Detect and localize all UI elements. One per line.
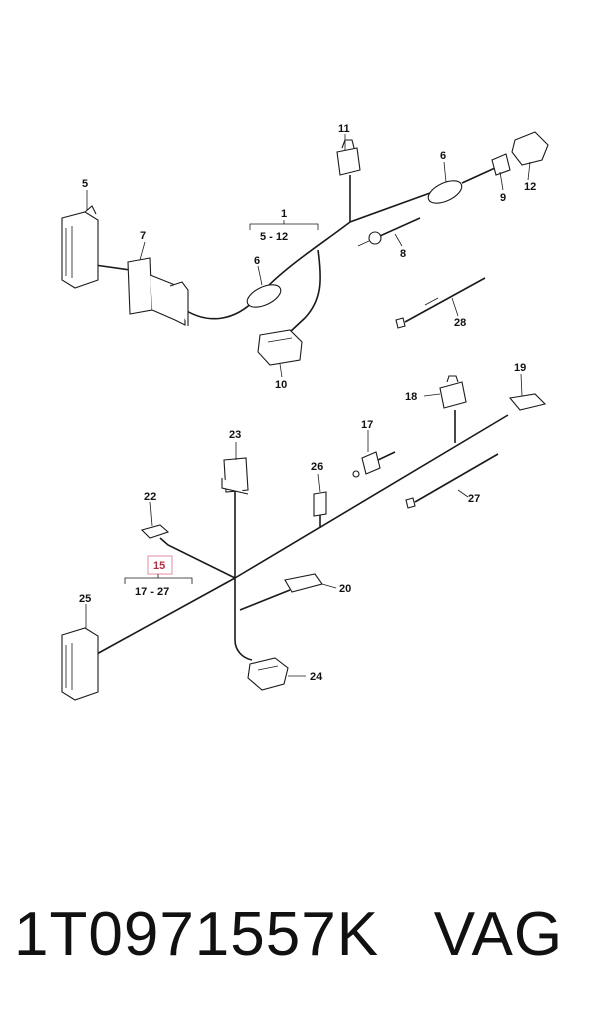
bracket-18 bbox=[439, 375, 467, 409]
boot-6b bbox=[427, 180, 463, 204]
connector-24 bbox=[247, 657, 289, 691]
label-17: 17 bbox=[361, 419, 373, 431]
label-15-range: 17 - 27 bbox=[135, 586, 169, 598]
leader-lines bbox=[85, 134, 531, 677]
label-11: 11 bbox=[338, 123, 350, 135]
highlight-box-15 bbox=[147, 555, 173, 575]
label-5: 5 bbox=[82, 178, 88, 190]
label-26: 26 bbox=[311, 461, 323, 473]
connector-20 bbox=[284, 573, 323, 593]
brand-name: VAG bbox=[433, 900, 564, 969]
label-1: 1 bbox=[281, 208, 287, 220]
label-28: 28 bbox=[454, 317, 466, 329]
cable-tie-28 bbox=[395, 277, 486, 329]
boot-6a bbox=[246, 284, 282, 308]
part-labels: 5 7 6 1 5 - 12 11 6 9 12 8 10 28 19 18 2… bbox=[79, 123, 536, 683]
label-9: 9 bbox=[500, 192, 506, 204]
part-number-caption: 1T0971557K VAG bbox=[14, 895, 594, 975]
label-20: 20 bbox=[339, 583, 351, 595]
connector-5 bbox=[61, 205, 99, 289]
component-26 bbox=[313, 491, 327, 517]
label-22: 22 bbox=[144, 491, 156, 503]
label-19: 19 bbox=[514, 362, 526, 374]
label-7: 7 bbox=[140, 230, 146, 242]
wiring-harness-diagram: 5 7 6 1 5 - 12 11 6 9 12 8 10 28 19 18 2… bbox=[61, 123, 549, 701]
label-15: 15 bbox=[153, 560, 165, 572]
label-18: 18 bbox=[405, 391, 417, 403]
label-6a: 6 bbox=[254, 255, 260, 267]
cable-tie-27 bbox=[405, 453, 499, 509]
label-23: 23 bbox=[229, 429, 241, 441]
connector-10 bbox=[257, 329, 303, 366]
connector-19 bbox=[508, 393, 547, 411]
clip-17 bbox=[352, 451, 396, 478]
label-25: 25 bbox=[79, 593, 91, 605]
connector-9-12 bbox=[491, 131, 549, 176]
label-24: 24 bbox=[310, 671, 323, 683]
grommet-7 bbox=[127, 257, 189, 326]
connector-25 bbox=[61, 627, 99, 701]
label-10: 10 bbox=[275, 379, 287, 391]
label-27: 27 bbox=[468, 493, 480, 505]
clip-8 bbox=[357, 217, 421, 247]
upper-harness bbox=[61, 131, 549, 366]
connector-22 bbox=[140, 524, 170, 539]
label-1-range: 5 - 12 bbox=[260, 231, 288, 243]
label-6b: 6 bbox=[440, 150, 446, 162]
label-12: 12 bbox=[524, 181, 536, 193]
bracket-11 bbox=[336, 139, 361, 176]
part-number: 1T0971557K bbox=[14, 900, 380, 969]
lower-harness bbox=[61, 375, 547, 701]
bracket-23 bbox=[221, 457, 249, 495]
label-8: 8 bbox=[400, 248, 406, 260]
